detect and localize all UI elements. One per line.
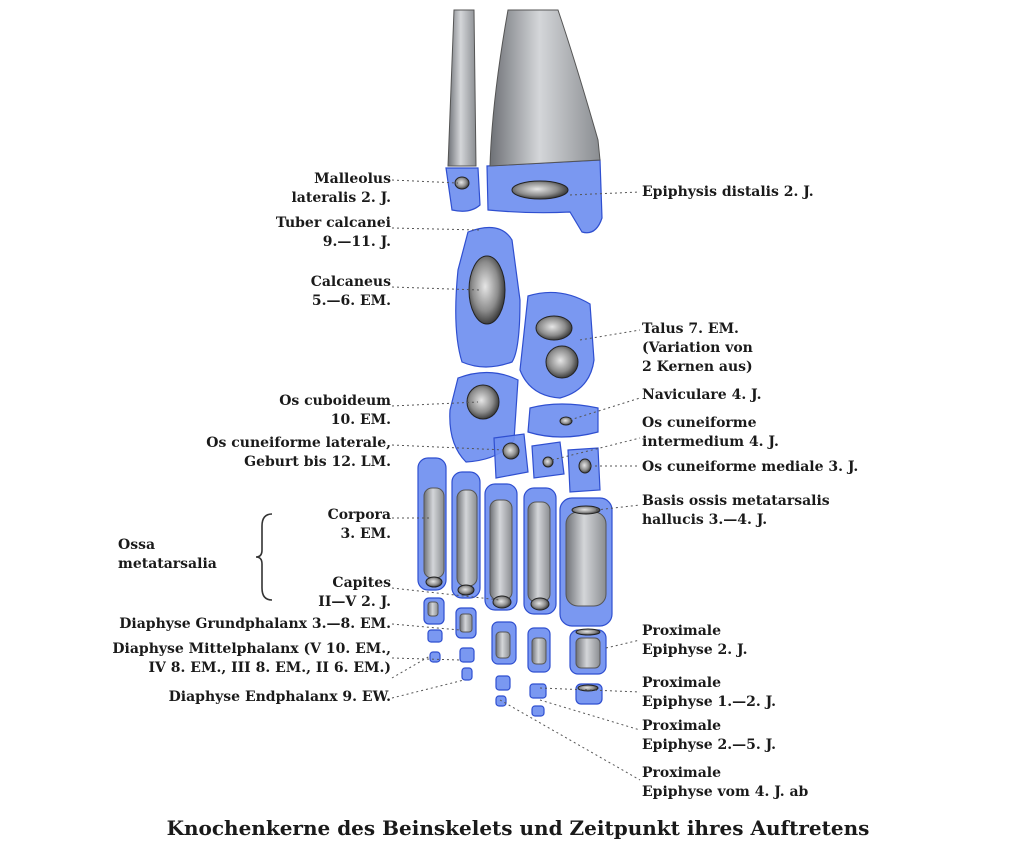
talus-bone [520, 292, 594, 398]
label-diaphyse-endphalanx: Diaphyse Endphalanx 9. EW. [169, 688, 391, 707]
label-naviculare: Naviculare 4. J. [642, 386, 761, 405]
label-epiphysis-distalis: Epiphysis distalis 2. J. [642, 183, 814, 202]
label-cuneiforme-laterale: Os cuneiforme laterale,Geburt bis 12. LM… [206, 434, 391, 472]
label-cuneiforme-mediale: Os cuneiforme mediale 3. J. [642, 458, 858, 477]
label-diaphyse-grundphalanx: Diaphyse Grundphalanx 3.—8. EM. [119, 615, 391, 634]
curly-brace-icon [256, 512, 274, 602]
figure-caption: Knochenkerne des Beinskelets und Zeitpun… [0, 816, 1036, 840]
label-diaphyse-mittelphalanx: Diaphyse Mittelphalanx (V 10. EM.,IV 8. … [112, 640, 391, 678]
tibia-shaft [490, 10, 600, 166]
fibula-shaft [448, 10, 476, 166]
fibula-epiphysis [446, 168, 480, 211]
